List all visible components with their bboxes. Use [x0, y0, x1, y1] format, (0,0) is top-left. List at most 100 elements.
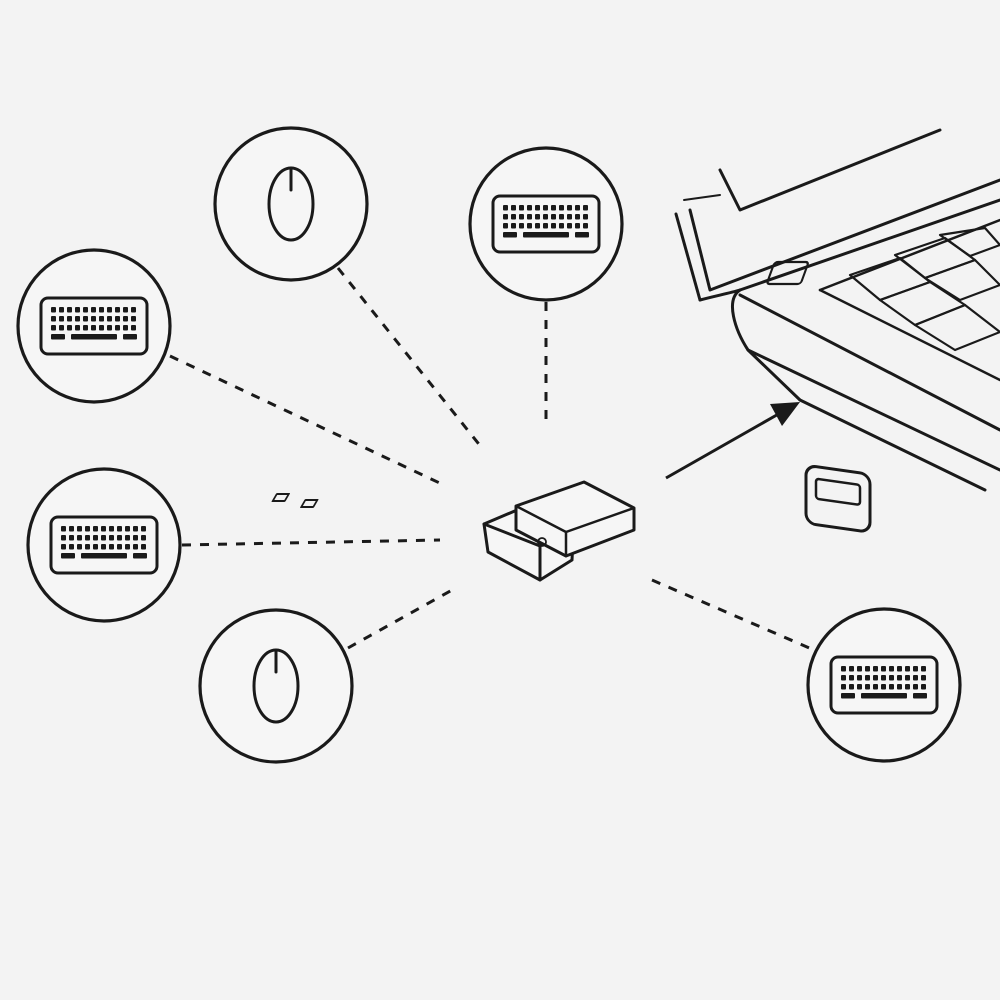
- keyboard-key: [83, 307, 88, 313]
- keyboard-key: [583, 223, 588, 229]
- keyboard-key: [913, 675, 918, 681]
- keyboard-key: [125, 535, 130, 541]
- keyboard-key: [77, 526, 82, 532]
- keyboard-key: [117, 535, 122, 541]
- link-keyboard-left-lower: [181, 538, 441, 547]
- keyboard-key: [115, 307, 120, 313]
- keyboard-key: [921, 675, 926, 681]
- keyboard-key: [873, 675, 878, 681]
- keyboard-key: [543, 223, 548, 229]
- keyboard-key: [527, 214, 532, 220]
- keyboard-key: [857, 684, 862, 690]
- keyboard-key: [865, 684, 870, 690]
- keyboard-key: [503, 223, 508, 229]
- keyboard-key: [61, 544, 66, 550]
- keyboard-key: [93, 544, 98, 550]
- keyboard-key: [67, 316, 72, 322]
- keyboard-key: [59, 307, 64, 313]
- keyboard-key: [575, 223, 580, 229]
- keyboard-key: [535, 205, 540, 211]
- keyboard-key: [889, 666, 894, 672]
- keyboard-key: [913, 693, 927, 699]
- keyboard-key: [141, 544, 146, 550]
- keyboard-key: [83, 325, 88, 331]
- keyboard-key: [133, 553, 147, 559]
- keyboard-key: [511, 223, 516, 229]
- keyboard-key: [69, 526, 74, 532]
- device-badge-mouse-bottom: [198, 608, 354, 764]
- keyboard-key: [51, 334, 65, 340]
- keyboard-key: [559, 223, 564, 229]
- keyboard-key: [849, 666, 854, 672]
- badge-circle: [213, 126, 369, 282]
- keyboard-key: [117, 544, 122, 550]
- keyboard-key: [99, 316, 104, 322]
- keyboard-key: [131, 316, 136, 322]
- keyboard-key: [897, 666, 902, 672]
- keyboard-key: [841, 684, 846, 690]
- laptop-icon: [674, 128, 1000, 492]
- keyboard-key: [503, 214, 508, 220]
- keyboard-key: [567, 223, 572, 229]
- keyboard-icon: [49, 515, 159, 575]
- keyboard-key: [535, 214, 540, 220]
- keyboard-key: [51, 307, 56, 313]
- keyboard-key: [93, 535, 98, 541]
- arrow-icon: [665, 402, 800, 480]
- keyboard-key: [897, 684, 902, 690]
- keyboard-key: [849, 675, 854, 681]
- keyboard-key: [889, 684, 894, 690]
- link-mouse-top: [336, 267, 484, 449]
- keyboard-key: [85, 526, 90, 532]
- keyboard-key: [551, 214, 556, 220]
- keyboard-icon: [39, 296, 149, 356]
- keyboard-key: [889, 675, 894, 681]
- keyboard-key: [921, 666, 926, 672]
- connection-lines: [169, 267, 815, 652]
- device-badge-mouse-top: [213, 126, 369, 282]
- mouse-icon: [252, 648, 300, 724]
- keyboard-key: [559, 214, 564, 220]
- keyboard-key: [107, 325, 112, 331]
- keyboard-key: [91, 325, 96, 331]
- keyboard-key: [881, 675, 886, 681]
- keyboard-key: [85, 535, 90, 541]
- keyboard-keys: [503, 205, 589, 238]
- keyboard-key: [905, 666, 910, 672]
- keyboard-key: [131, 325, 136, 331]
- keyboard-key: [897, 675, 902, 681]
- keyboard-key: [123, 334, 137, 340]
- keyboard-key: [141, 526, 146, 532]
- keyboard-key: [841, 666, 846, 672]
- keyboard-key: [503, 205, 508, 211]
- keyboard-key: [575, 232, 589, 238]
- device-badges: [16, 126, 962, 764]
- link-keyboard-right: [651, 578, 815, 652]
- keyboard-key: [77, 544, 82, 550]
- usb-receiver-icon: [271, 480, 636, 582]
- keyboard-key: [511, 214, 516, 220]
- keyboard-key: [123, 307, 128, 313]
- keyboard-key: [59, 325, 64, 331]
- keyboard-key: [83, 316, 88, 322]
- keyboard-key: [857, 675, 862, 681]
- keyboard-icon: [491, 194, 601, 254]
- keyboard-icon: [829, 655, 939, 715]
- keyboard-key: [905, 675, 910, 681]
- keyboard-key: [115, 316, 120, 322]
- keyboard-key: [123, 325, 128, 331]
- keyboard-key: [67, 325, 72, 331]
- keyboard-key: [575, 214, 580, 220]
- keyboard-key: [519, 223, 524, 229]
- keyboard-spacebar: [71, 334, 117, 340]
- keyboard-key: [503, 232, 517, 238]
- keyboard-key: [101, 535, 106, 541]
- keyboard-key: [67, 307, 72, 313]
- keyboard-key: [61, 526, 66, 532]
- keyboard-key: [59, 316, 64, 322]
- keyboard-key: [61, 553, 75, 559]
- keyboard-key: [543, 214, 548, 220]
- keyboard-key: [551, 205, 556, 211]
- keyboard-key: [559, 205, 564, 211]
